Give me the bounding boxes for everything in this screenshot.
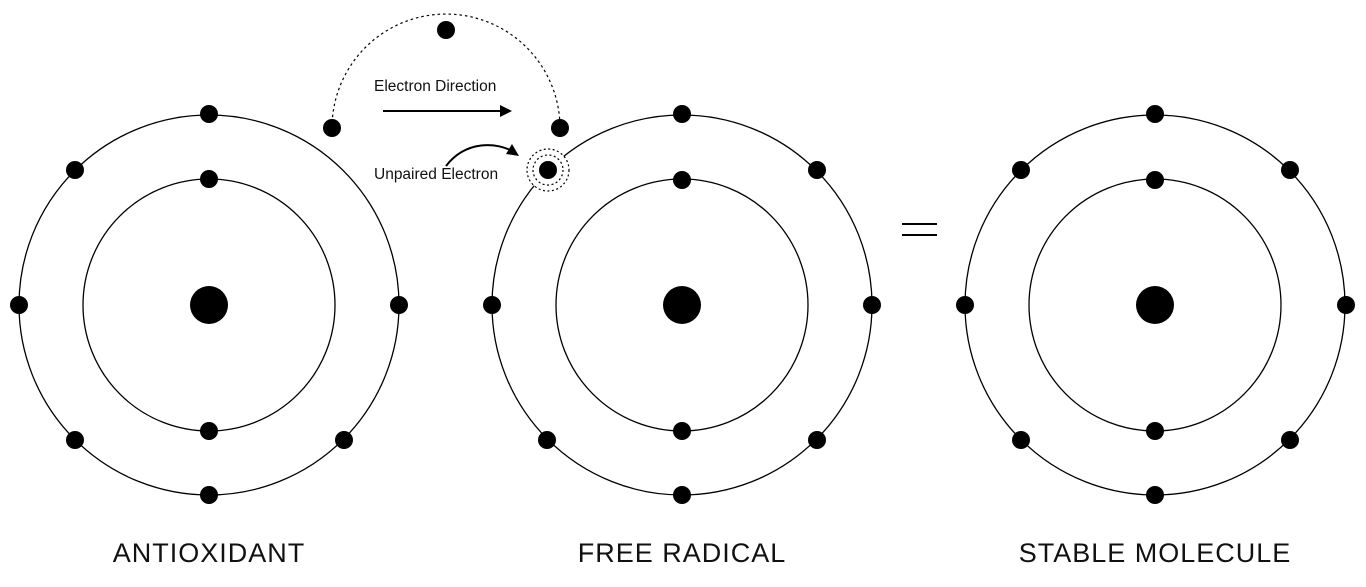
free-radical-caption: FREE RADICAL: [577, 538, 787, 568]
electron: [66, 431, 84, 449]
electron: [538, 431, 556, 449]
electron: [1146, 422, 1164, 440]
free-radical-atom: [483, 105, 881, 504]
electron: [1281, 161, 1299, 179]
electron: [335, 431, 353, 449]
electron: [1012, 161, 1030, 179]
electron: [808, 161, 826, 179]
pointer-arrow-head: [506, 144, 519, 156]
electron: [956, 296, 974, 314]
nucleus: [663, 286, 701, 324]
nucleus: [190, 286, 228, 324]
electron: [200, 170, 218, 188]
electron: [323, 119, 341, 137]
unpaired-electron: [539, 161, 557, 179]
electron: [1012, 431, 1030, 449]
electron: [1146, 105, 1164, 123]
electron: [673, 486, 691, 504]
antioxidant-atom: [10, 105, 408, 504]
stable-molecule-atom: [956, 105, 1355, 504]
electron: [1337, 296, 1355, 314]
electron: [863, 296, 881, 314]
electron: [200, 105, 218, 123]
unpaired-electron-halo-inner: [532, 154, 564, 186]
electron: [1281, 431, 1299, 449]
electron: [10, 296, 28, 314]
electron: [66, 161, 84, 179]
electron: [673, 171, 691, 189]
electron: [437, 21, 455, 39]
electron: [808, 431, 826, 449]
direction-arrow-head: [500, 105, 512, 117]
antioxidant-caption: ANTIOXIDANT: [112, 538, 306, 568]
electron: [551, 119, 569, 137]
electron: [200, 422, 218, 440]
electron-direction-label: Electron Direction: [374, 78, 497, 95]
electron: [673, 105, 691, 123]
stable-molecule-caption: STABLE MOLECULE: [1018, 538, 1292, 568]
electron: [1146, 171, 1164, 189]
electron: [200, 486, 218, 504]
equals-sign: [902, 223, 937, 236]
unpaired-electron-label: Unpaired Electron: [374, 166, 499, 183]
pointer-arrow-line: [445, 144, 515, 167]
electron: [483, 296, 501, 314]
electron: [390, 296, 408, 314]
nucleus: [1136, 286, 1174, 324]
dotted-arc: [331, 13, 561, 129]
electron-transfer-path: [323, 13, 569, 167]
electron: [673, 422, 691, 440]
electron: [1146, 486, 1164, 504]
